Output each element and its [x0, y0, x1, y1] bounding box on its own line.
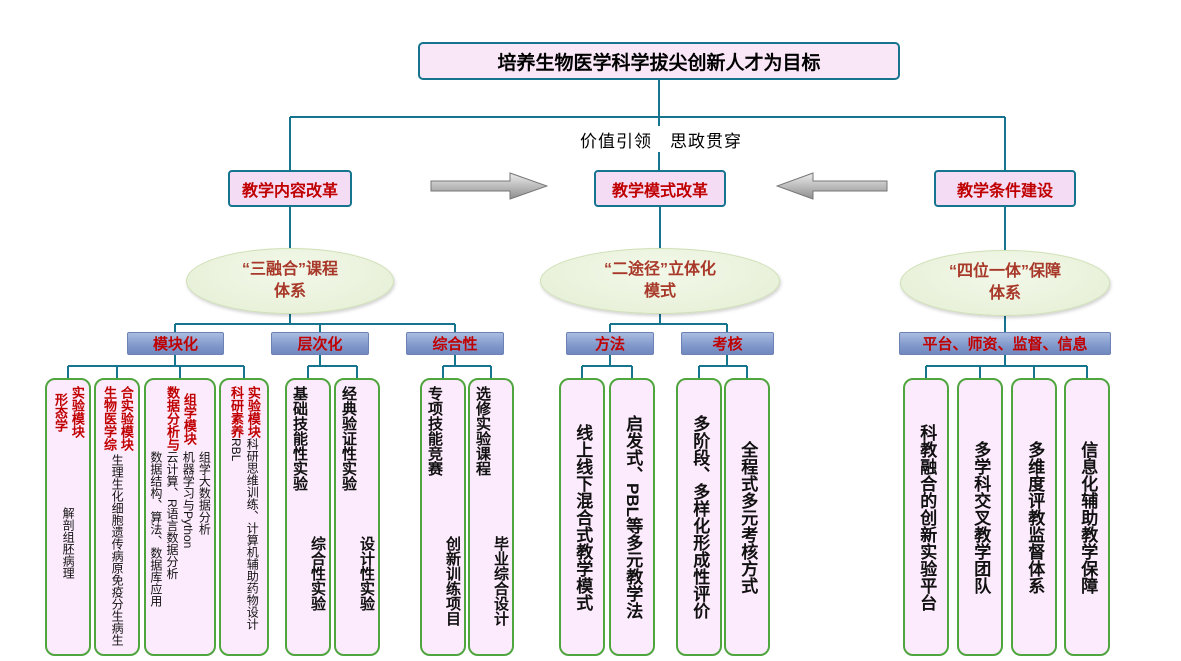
platform-informatization: 信息化辅助教学保障 — [1064, 378, 1110, 656]
bar-platform: 平台、师资、监督、信息 — [899, 332, 1111, 355]
assess-multi-evaluation: 全程式多元考核方式 — [724, 378, 770, 656]
module-research-literacy: 科研素养 实验模块 RBL 科研思维训练、计算机辅助药物设计 — [219, 378, 269, 656]
module-data-omics-body: 数据结构、算法、数据库应用 云计算、R语言数据分析 机器学习与Python 组学… — [148, 451, 212, 607]
method-blended-teaching-body: 线上线下混合式教学模式 — [573, 423, 593, 611]
module-data-omics-header: 数据分析与 组学模块 — [165, 386, 197, 451]
module-biomed-header: 生物医学综 合实验模块 — [102, 386, 134, 451]
ellipse-mode: “二途径”立体化 模式 — [540, 248, 780, 314]
module-morphology: 形态学 实验模块 解剖组胚病理 — [45, 378, 91, 656]
assess-multi-evaluation-body: 全程式多元考核方式 — [738, 440, 758, 594]
module-research-header: 科研素养 实验模块 — [229, 386, 261, 438]
level-basic-skills: 基础技能性实验 综合性实验 — [285, 378, 331, 656]
method-heuristic-pbl: 启发式、PBL等多元教学法 — [609, 378, 655, 656]
platform-sci-edu-fusion-body: 科教融合的创新实验平台 — [917, 423, 937, 611]
bar-comprehensive: 综合性 — [406, 332, 504, 355]
assess-formative-evaluation-body: 多阶段、多样化形成性评价 — [690, 415, 710, 619]
module-data-omics: 数据分析与 组学模块 数据结构、算法、数据库应用 云计算、R语言数据分析 机器学… — [144, 378, 216, 656]
ellipse-curriculum: “三融合”课程 体系 — [186, 248, 394, 314]
arrow-right-icon — [430, 172, 548, 200]
module-research-body: RBL 科研思维训练、计算机辅助药物设计 — [229, 438, 260, 630]
method-heuristic-pbl-body: 启发式、PBL等多元教学法 — [623, 415, 643, 619]
goal-title-box: 培养生物医学科学拔尖创新人才为目标 — [418, 42, 900, 80]
assess-formative-evaluation: 多阶段、多样化形成性评价 — [676, 378, 722, 656]
bar-assessment: 考核 — [681, 332, 774, 355]
bar-modularization: 模块化 — [127, 332, 224, 355]
module-biomed-body: 生理生化细胞遗传病原免疫分生病生 — [110, 453, 125, 646]
comp-elective-course: 选修实验课程 毕业综合设计 — [468, 378, 514, 656]
comp-elective-course-body: 选修实验课程 毕业综合设计 — [474, 386, 509, 626]
comp-skill-competition-body: 专项技能竞赛 创新训练项目 — [426, 386, 461, 626]
arrow-left-icon — [776, 172, 888, 200]
module-biomed-comprehensive: 生物医学综 合实验模块 生理生化细胞遗传病原免疫分生病生 — [94, 378, 140, 656]
values-banner: 价值引领 思政贯穿 — [548, 126, 774, 152]
level-classic-verification-body: 经典验证性实验 设计性实验 — [340, 386, 375, 611]
level-basic-skills-body: 基础技能性实验 综合性实验 — [291, 386, 326, 611]
bar-methods: 方法 — [566, 332, 654, 355]
platform-multidim-supervision-body: 多维度评教监督体系 — [1025, 440, 1045, 594]
platform-multidisciplinary-team-body: 多学科交叉教学团队 — [971, 440, 991, 594]
platform-multidisciplinary-team: 多学科交叉教学团队 — [957, 378, 1003, 656]
bar-hierarchy: 层次化 — [271, 332, 369, 355]
branch-mode-reform-box: 教学模式改革 — [594, 170, 726, 207]
platform-sci-edu-fusion: 科教融合的创新实验平台 — [903, 378, 949, 656]
ellipse-guarantee: “四位一体”保障 体系 — [900, 250, 1110, 316]
comp-skill-competition: 专项技能竞赛 创新训练项目 — [420, 378, 466, 656]
platform-multidim-supervision: 多维度评教监督体系 — [1011, 378, 1057, 656]
module-morphology-header: 形态学 实验模块 — [53, 386, 85, 438]
branch-condition-box: 教学条件建设 — [934, 170, 1076, 207]
branch-content-reform-box: 教学内容改革 — [228, 170, 352, 207]
level-classic-verification: 经典验证性实验 设计性实验 — [334, 378, 380, 656]
platform-informatization-body: 信息化辅助教学保障 — [1078, 440, 1098, 594]
module-morphology-body: 解剖组胚病理 — [61, 507, 76, 579]
method-blended-teaching: 线上线下混合式教学模式 — [559, 378, 605, 656]
